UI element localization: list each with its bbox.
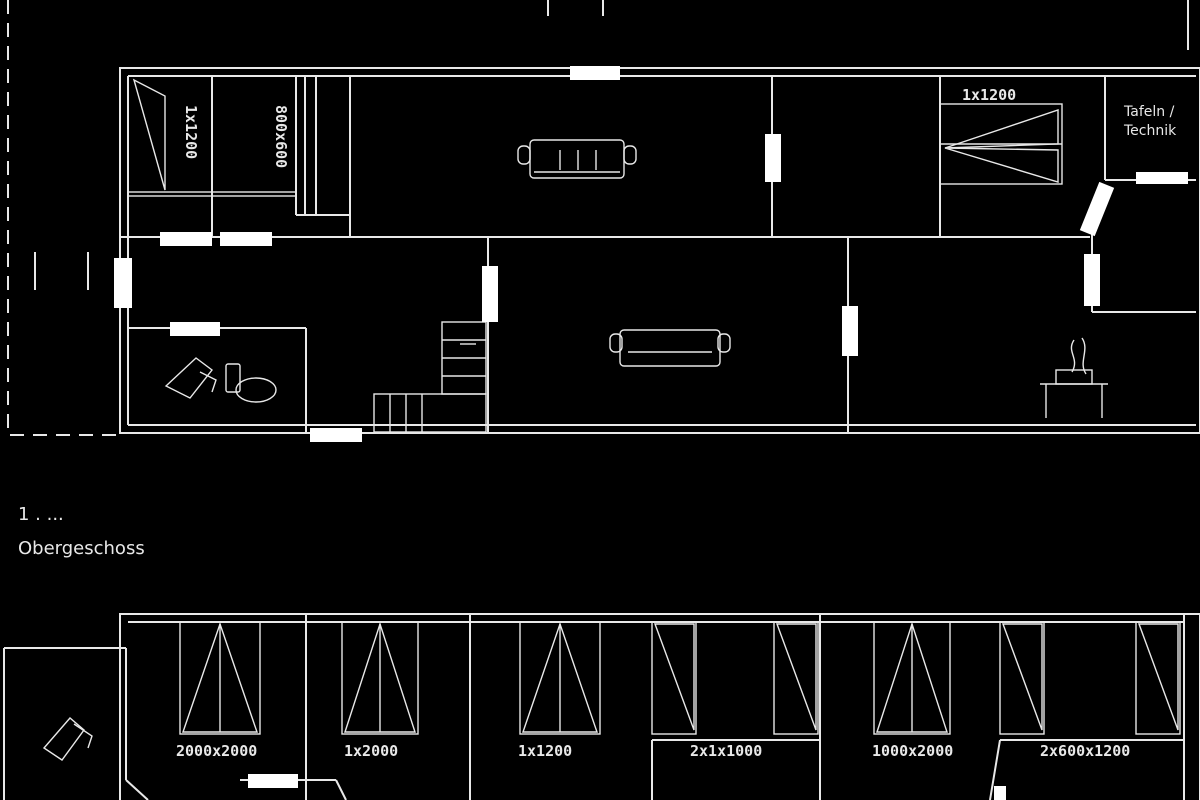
lower-dimension-label: 2000x2000 [176, 742, 257, 760]
toilet-icon [42, 717, 93, 761]
lower-dimension-label: 1x1200 [518, 742, 572, 760]
wardrobe-icon [341, 621, 419, 735]
upper-floor-plan: 1x1200 800x600 1x1200 Tafeln / Technik [7, 0, 1200, 442]
building-outline [119, 613, 1200, 800]
wardrobe-icon [651, 621, 819, 735]
door-marker [1136, 172, 1188, 184]
wardrobe-icon [873, 621, 951, 735]
lower-floor-plan: 2000x2000 1x2000 1x1200 2x1x1000 1000x20… [3, 613, 1200, 800]
door-marker [482, 266, 498, 322]
door-marker [310, 428, 362, 442]
top-right-dimension: 1x1200 [962, 86, 1016, 104]
sofa-icon [517, 139, 637, 179]
lower-dimension-label: 2x1x1000 [690, 742, 762, 760]
dashed-outline [7, 0, 120, 436]
sofa-icon [609, 329, 731, 367]
staircase-icon [373, 321, 487, 433]
level-note: 1 . ... Obergeschoss [18, 504, 145, 559]
door-marker [114, 258, 132, 308]
door-marker [765, 134, 781, 182]
door-marker [160, 232, 212, 246]
wardrobe-icon [999, 621, 1181, 735]
door-marker [842, 306, 858, 356]
wall [335, 779, 347, 800]
level-note-line1: 1 . ... [18, 504, 64, 525]
sink-icon [164, 357, 217, 399]
door-marker [170, 322, 220, 336]
lower-dimension-label: 1000x2000 [872, 742, 953, 760]
closet-shelf [127, 191, 297, 197]
technik-label-line1: Tafeln / [1123, 104, 1175, 120]
wall [989, 739, 1001, 800]
technik-label-line2: Technik [1123, 123, 1177, 139]
door-marker [1079, 181, 1115, 237]
door-marker [570, 66, 620, 80]
wardrobe-icon [179, 621, 261, 735]
toilet-icon [225, 363, 277, 403]
wardrobe-door-swing [132, 78, 166, 191]
lower-dimension-label: 2x600x1200 [1040, 742, 1130, 760]
wardrobe-door-swing [944, 109, 1059, 149]
closet-right-dimension: 800x600 [272, 105, 290, 168]
wardrobe-icon [519, 621, 601, 735]
door-marker [1084, 254, 1100, 306]
building-outline [119, 67, 1200, 434]
wardrobe-door-swing [944, 147, 1059, 183]
stove-icon [1040, 337, 1108, 418]
door-marker [994, 786, 1006, 800]
wall [125, 779, 149, 800]
door-marker [248, 774, 298, 788]
level-note-line2: Obergeschoss [18, 538, 145, 559]
lower-dimension-label: 1x2000 [344, 742, 398, 760]
closet-left-dimension: 1x1200 [182, 105, 200, 159]
door-marker [220, 232, 272, 246]
